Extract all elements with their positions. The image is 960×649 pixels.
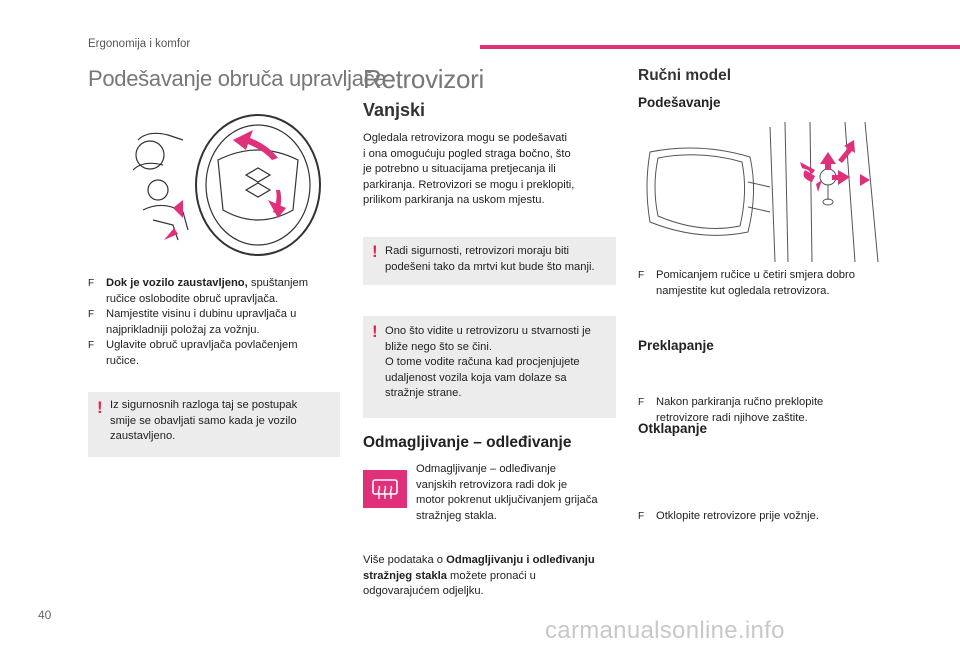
mirror-adjust-illustration xyxy=(646,122,879,262)
adjust-title: Podešavanje xyxy=(638,95,721,110)
page-number: 40 xyxy=(38,608,52,622)
more-info-link-a: Odmagljivanju i odleđivanju xyxy=(446,554,595,566)
step-1-bold: Dok je vozilo zaustavljeno, xyxy=(106,277,248,289)
more-info-text-b: možete pronaći u xyxy=(446,569,536,582)
rear-defrost-button xyxy=(363,470,407,508)
steering-step-1: F Dok je vozilo zaustavljeno, spuštanjem… xyxy=(88,276,348,307)
step-2-line-1: Namjestite visinu i dubinu upravljača u xyxy=(106,308,297,320)
more-info-text-c: odgovarajućem odjeljku. xyxy=(363,585,484,597)
mirrors-intro: Ogledala retrovizora mogu se podešavati … xyxy=(363,131,618,209)
adjust-line-2: namjestite kut ogledala retrovizora. xyxy=(656,284,830,297)
unfold-title: Otklapanje xyxy=(638,421,708,436)
warning-line: Ono što vidite u retrovizoru u stvarnost… xyxy=(385,325,591,337)
steering-step-3: F Uglavite obruč upravljača povlačenjem … xyxy=(88,338,348,369)
bullet-arrow-icon: F xyxy=(88,309,95,320)
steering-adjust-title: Podešavanje obruča upravljača xyxy=(88,66,387,91)
mirrors-title: Retrovizori xyxy=(363,64,484,94)
bullet-arrow-icon: F xyxy=(638,270,645,281)
adjust-step: F Pomicanjem ručice u četiri smjera dobr… xyxy=(638,268,906,299)
defrost-title: Odmagljivanje – odleđivanje xyxy=(363,434,572,451)
warning-line-2: smije se obavljati samo kada je vozilo xyxy=(110,414,297,427)
warning-line: podešeni tako da mrtvi kut bude što manj… xyxy=(385,260,595,273)
step-1-text: spuštanjem xyxy=(247,277,309,289)
warning-line: O tome vodite računa kad procjenjujete xyxy=(385,356,580,368)
steering-steps: F Dok je vozilo zaustavljeno, spuštanjem… xyxy=(88,276,348,369)
intro-line: je potrebno u situacijama pretjecanja il… xyxy=(363,163,556,175)
watermark: carmanualsonline.info xyxy=(545,617,785,644)
steering-step-2: F Namjestite visinu i dubinu upravljača … xyxy=(88,307,348,338)
unfold-line-1: Otklopite retrovizore prije vožnje. xyxy=(656,510,819,522)
warning-line-1: Iz sigurnosnih razloga taj se postupak xyxy=(110,399,298,411)
fold-title: Preklapanje xyxy=(638,338,714,353)
step-3-line-1: Uglavite obruč upravljača povlačenjem xyxy=(106,339,298,351)
warning-line: stražnje strane. xyxy=(385,387,462,399)
warning-line: Radi sigurnosti, retrovizori moraju biti xyxy=(385,245,570,257)
fold-line-2: retrovizore radi njihove zaštite. xyxy=(656,411,808,424)
step-1-line-2: ručice oslobodite obruč upravljača. xyxy=(106,292,279,305)
fold-line-1: Nakon parkiranja ručno preklopite xyxy=(656,396,824,408)
intro-line: parkiranja. Retrovizori se mogu i preklo… xyxy=(363,178,575,191)
adjust-line-1: Pomicanjem ručice u četiri smjera dobro xyxy=(656,269,855,281)
defrost-line: Odmagljivanje – odleđivanje xyxy=(416,463,556,475)
warning-line: udaljenost vozila koja vam dolaze sa xyxy=(385,371,567,384)
intro-line: i ona omogućuju pogled straga bočno, što xyxy=(363,147,571,160)
mirror-warning-1: ! Radi sigurnosti, retrovizori moraju bi… xyxy=(363,237,616,285)
intro-line: Ogledala retrovizora mogu se podešavati xyxy=(363,132,567,144)
step-2-line-2: najprikladniji položaj za vožnju. xyxy=(106,323,260,336)
step-3-line-2: ručice. xyxy=(106,354,139,367)
manual-model-title: Ručni model xyxy=(638,67,732,84)
exterior-subtitle: Vanjski xyxy=(363,100,426,120)
defrost-text: Odmagljivanje – odleđivanje vanjskih ret… xyxy=(416,462,621,524)
mirror-warning-2: ! Ono što vidite u retrovizoru u stvarno… xyxy=(363,316,616,418)
fold-step: F Nakon parkiranja ručno preklopite retr… xyxy=(638,395,906,426)
defrost-line: motor pokrenut uključivanjem grijača xyxy=(416,494,598,506)
warning-line-3: zaustavljeno. xyxy=(110,430,176,442)
unfold-step: F Otklopite retrovizore prije vožnje. xyxy=(638,509,906,525)
more-info-link-b: stražnjeg stakla xyxy=(363,569,447,582)
section-label: Ergonomija i komfor xyxy=(88,38,191,50)
steering-wheel-illustration xyxy=(132,114,321,256)
warning-icon: ! xyxy=(372,322,378,341)
bullet-arrow-icon: F xyxy=(638,397,645,408)
defrost-line: vanjskih retrovizora radi dok je xyxy=(416,478,568,491)
bullet-arrow-icon: F xyxy=(638,511,645,522)
more-info-text-a: Više podataka o xyxy=(363,554,447,566)
rear-defrost-icon xyxy=(372,479,398,499)
section-accent-bar xyxy=(480,45,960,49)
warning-icon: ! xyxy=(372,242,378,261)
warning-line: bliže nego što se čini. xyxy=(385,340,492,353)
bullet-arrow-icon: F xyxy=(88,278,95,289)
steering-warning-box: ! Iz sigurnosnih razloga taj se postupak… xyxy=(88,392,340,457)
warning-icon: ! xyxy=(97,398,103,417)
defrost-line: stražnjeg stakla. xyxy=(416,509,497,522)
bullet-arrow-icon: F xyxy=(88,340,95,351)
more-info-text: Više podataka o Odmagljivanju i odleđiva… xyxy=(363,553,621,600)
intro-line: prilikom parkiranja na uskom mjestu. xyxy=(363,194,545,206)
